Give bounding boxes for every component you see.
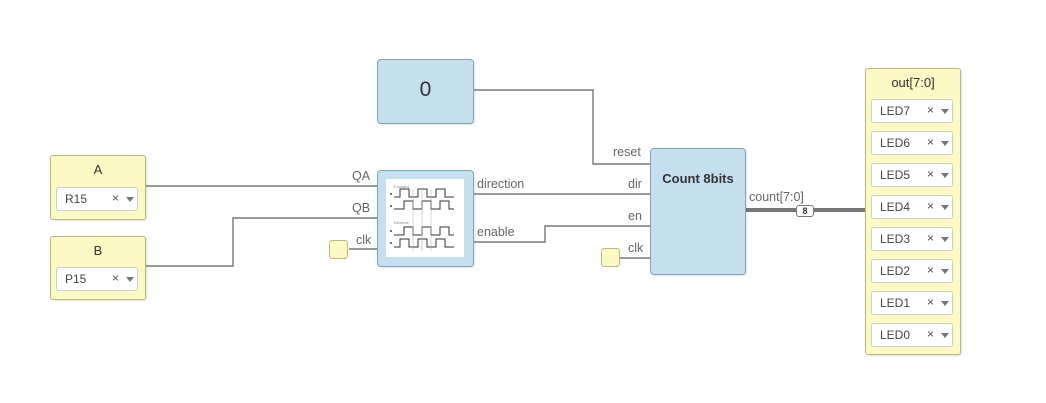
- pin-value: LED6: [880, 136, 911, 150]
- wire-constant-to-reset: [473, 89, 650, 165]
- chevron-down-icon[interactable]: [941, 205, 949, 210]
- clear-icon[interactable]: ×: [112, 271, 120, 285]
- clear-icon[interactable]: ×: [927, 295, 935, 309]
- input-block-a[interactable]: A R15 ×: [50, 155, 146, 220]
- output-block[interactable]: out[7:0] LED7×LED6×LED5×LED4×LED3×LED2×L…: [865, 68, 961, 355]
- clear-icon[interactable]: ×: [112, 191, 120, 205]
- constant-value: 0: [419, 78, 432, 101]
- chevron-down-icon[interactable]: [941, 109, 949, 114]
- clear-icon[interactable]: ×: [927, 263, 935, 277]
- svg-text:Forward: Forward: [394, 184, 409, 189]
- port-count: count[7:0]: [749, 190, 804, 204]
- port-enable: enable: [477, 225, 515, 239]
- clear-icon[interactable]: ×: [927, 327, 935, 341]
- pin-value: LED5: [880, 168, 911, 182]
- pin-select-led5[interactable]: LED5 ×: [871, 163, 953, 187]
- pin-select-led3[interactable]: LED3 ×: [871, 227, 953, 251]
- pin-select-led0[interactable]: LED0 ×: [871, 323, 953, 347]
- pin-value: LED7: [880, 104, 911, 118]
- port-en: en: [628, 209, 642, 223]
- input-block-b[interactable]: B P15 ×: [50, 236, 146, 300]
- wire-b-to-qb: [145, 217, 378, 267]
- chevron-down-icon[interactable]: [941, 173, 949, 178]
- pin-select-led2[interactable]: LED2 ×: [871, 259, 953, 283]
- pin-value: LED2: [880, 264, 911, 278]
- chevron-down-icon[interactable]: [126, 197, 134, 202]
- chevron-down-icon[interactable]: [941, 269, 949, 274]
- chevron-down-icon[interactable]: [941, 333, 949, 338]
- clock-input-counter[interactable]: [601, 248, 620, 267]
- pin-value: R15: [65, 192, 88, 206]
- counter-block[interactable]: Count 8bits: [650, 148, 746, 275]
- input-b-title: B: [93, 243, 103, 258]
- pin-select-a[interactable]: R15 ×: [56, 187, 138, 211]
- port-direction: direction: [477, 177, 525, 191]
- port-qb: QB: [352, 201, 371, 215]
- input-a-title: A: [93, 162, 103, 177]
- pin-select-led7[interactable]: LED7 ×: [871, 99, 953, 123]
- port-dir: dir: [628, 177, 642, 191]
- clear-icon[interactable]: ×: [927, 103, 935, 117]
- pin-value: LED1: [880, 296, 911, 310]
- waveform-icon: Forward Reverse: [386, 179, 464, 257]
- quadrature-decoder-block[interactable]: Forward Reverse: [377, 170, 474, 267]
- port-reset: reset: [613, 145, 641, 159]
- clear-icon[interactable]: ×: [927, 135, 935, 149]
- counter-title: Count 8bits: [662, 171, 734, 186]
- pin-value: LED4: [880, 200, 911, 214]
- constant-block[interactable]: 0: [377, 59, 474, 124]
- pin-select-led1[interactable]: LED1 ×: [871, 291, 953, 315]
- bus-width-badge: 8: [796, 205, 814, 217]
- port-clk-counter: clk: [628, 241, 644, 255]
- pin-select-b[interactable]: P15 ×: [56, 267, 138, 291]
- port-qa: QA: [352, 169, 371, 183]
- pin-select-led4[interactable]: LED4 ×: [871, 195, 953, 219]
- svg-text:Reverse: Reverse: [394, 220, 410, 225]
- port-clk-decoder: clk: [356, 233, 372, 247]
- pin-select-led6[interactable]: LED6 ×: [871, 131, 953, 155]
- chevron-down-icon[interactable]: [941, 237, 949, 242]
- clear-icon[interactable]: ×: [927, 199, 935, 213]
- pin-value: P15: [65, 272, 87, 286]
- pin-value: LED0: [880, 328, 911, 342]
- clear-icon[interactable]: ×: [927, 167, 935, 181]
- pin-value: LED3: [880, 232, 911, 246]
- clear-icon[interactable]: ×: [927, 231, 935, 245]
- chevron-down-icon[interactable]: [941, 141, 949, 146]
- clock-input-decoder[interactable]: [329, 240, 348, 259]
- chevron-down-icon[interactable]: [126, 277, 134, 282]
- chevron-down-icon[interactable]: [941, 301, 949, 306]
- output-title: out[7:0]: [891, 75, 935, 90]
- wire-enable-to-en: [473, 225, 650, 243]
